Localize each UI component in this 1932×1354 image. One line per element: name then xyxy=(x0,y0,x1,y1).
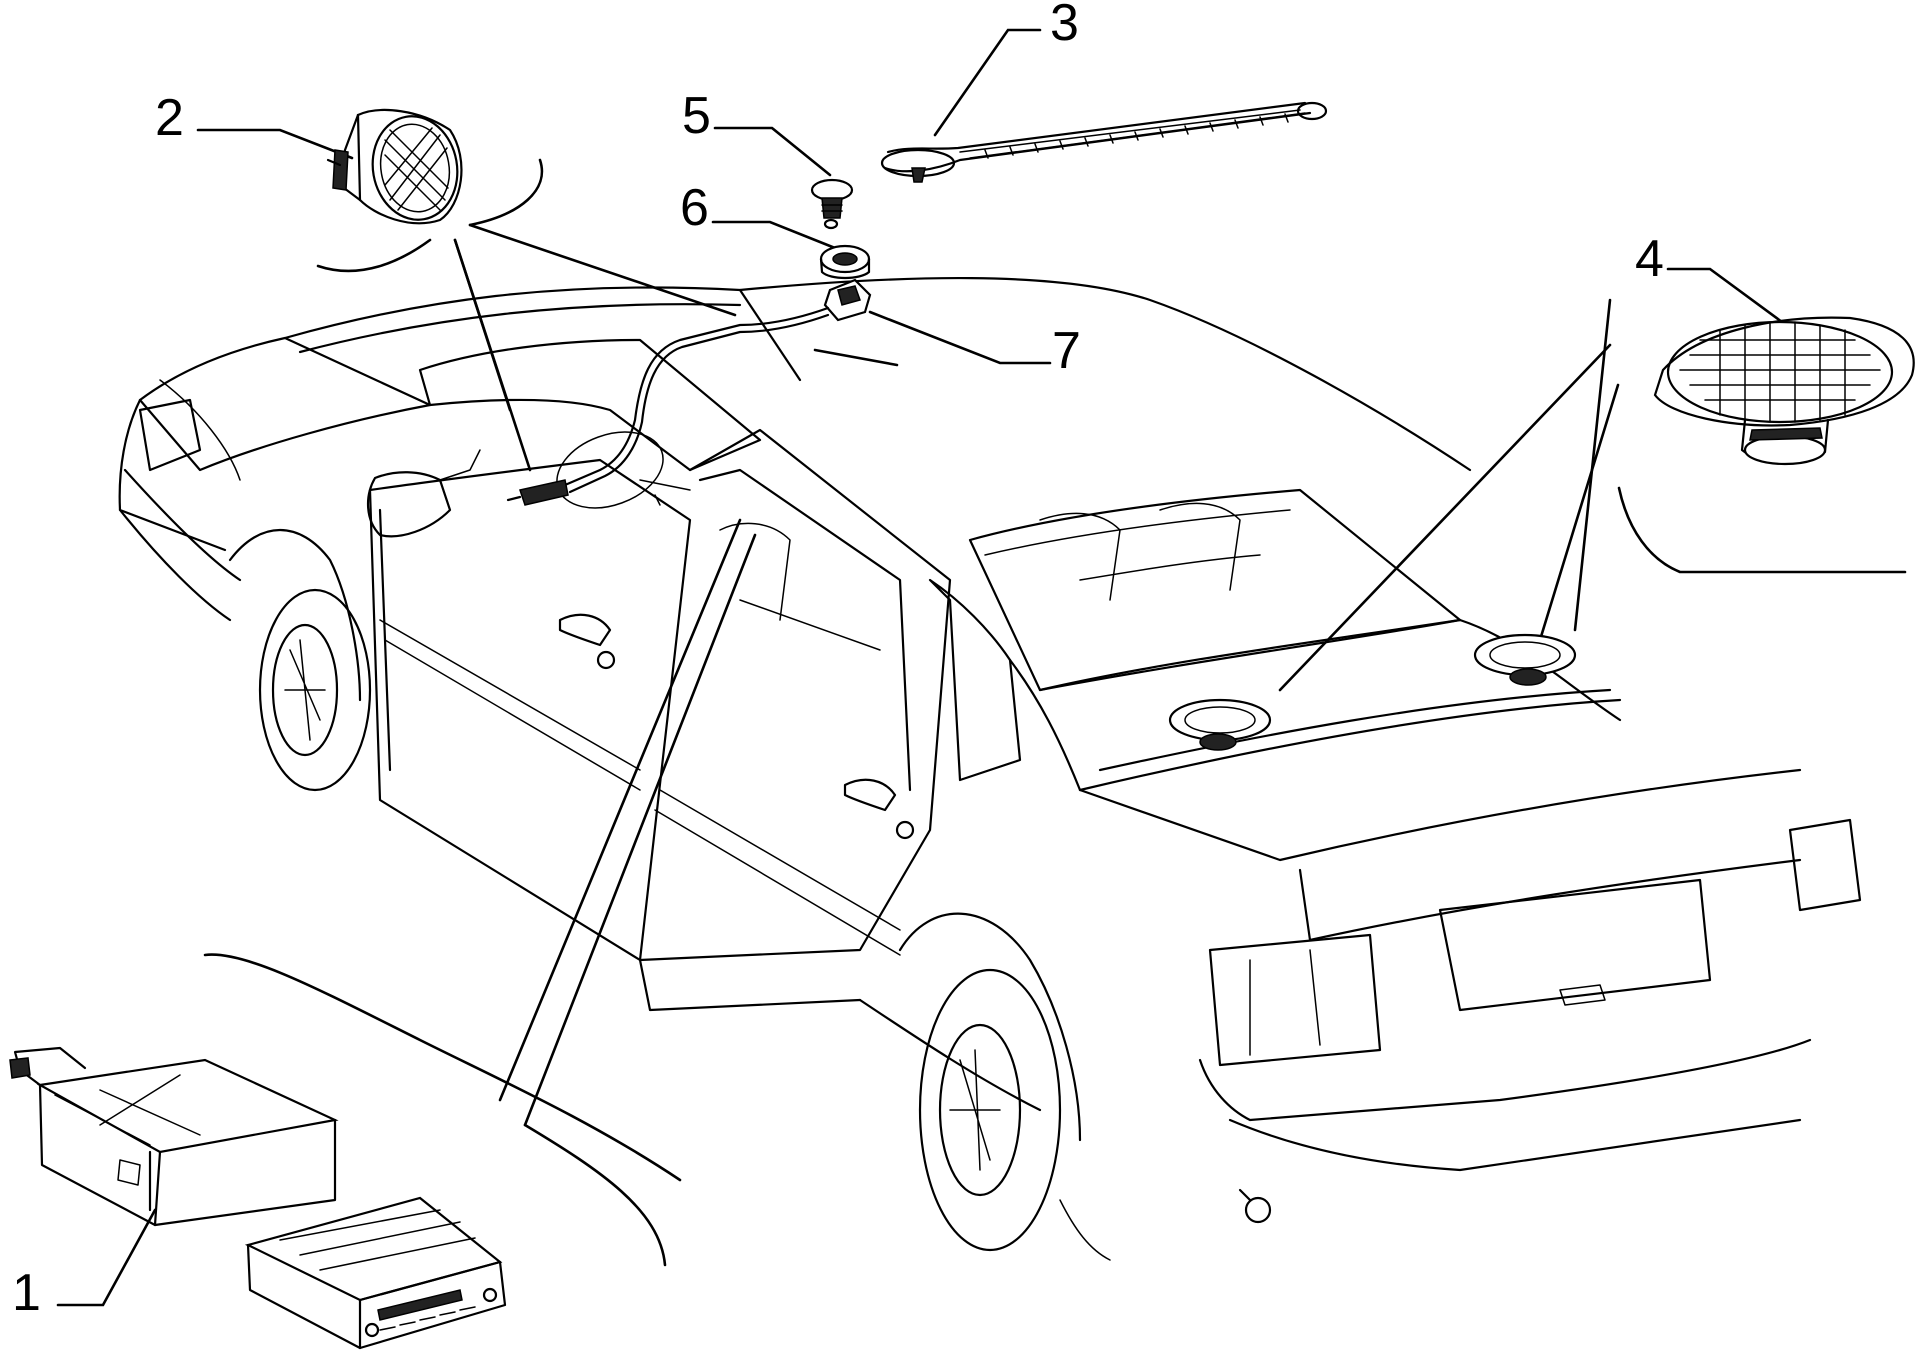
rear-shelf-speakers xyxy=(1168,633,1577,751)
radio-frame-part xyxy=(9,1046,339,1227)
callout-2: 2 xyxy=(155,89,184,147)
callout-labels: 1 2 3 4 5 6 7 xyxy=(12,0,1664,1322)
tweeter-speaker-part xyxy=(326,108,463,225)
callout-1: 1 xyxy=(12,1264,41,1322)
callout-6: 6 xyxy=(680,179,709,237)
car-illustration xyxy=(118,276,1862,1261)
antenna-seal-part xyxy=(819,244,871,280)
rear-speaker-detail-part xyxy=(1653,316,1915,466)
car-radio-part xyxy=(244,1196,507,1350)
callout-7: 7 xyxy=(1052,322,1081,380)
callout-3: 3 xyxy=(1050,0,1079,52)
antenna-base-part xyxy=(506,278,872,506)
antenna-fixing-nut-part xyxy=(810,178,854,230)
callout-4: 4 xyxy=(1635,230,1664,288)
leader-lines xyxy=(56,28,1907,1307)
antenna-mast-part xyxy=(880,101,1328,183)
callout-5: 5 xyxy=(682,87,711,145)
